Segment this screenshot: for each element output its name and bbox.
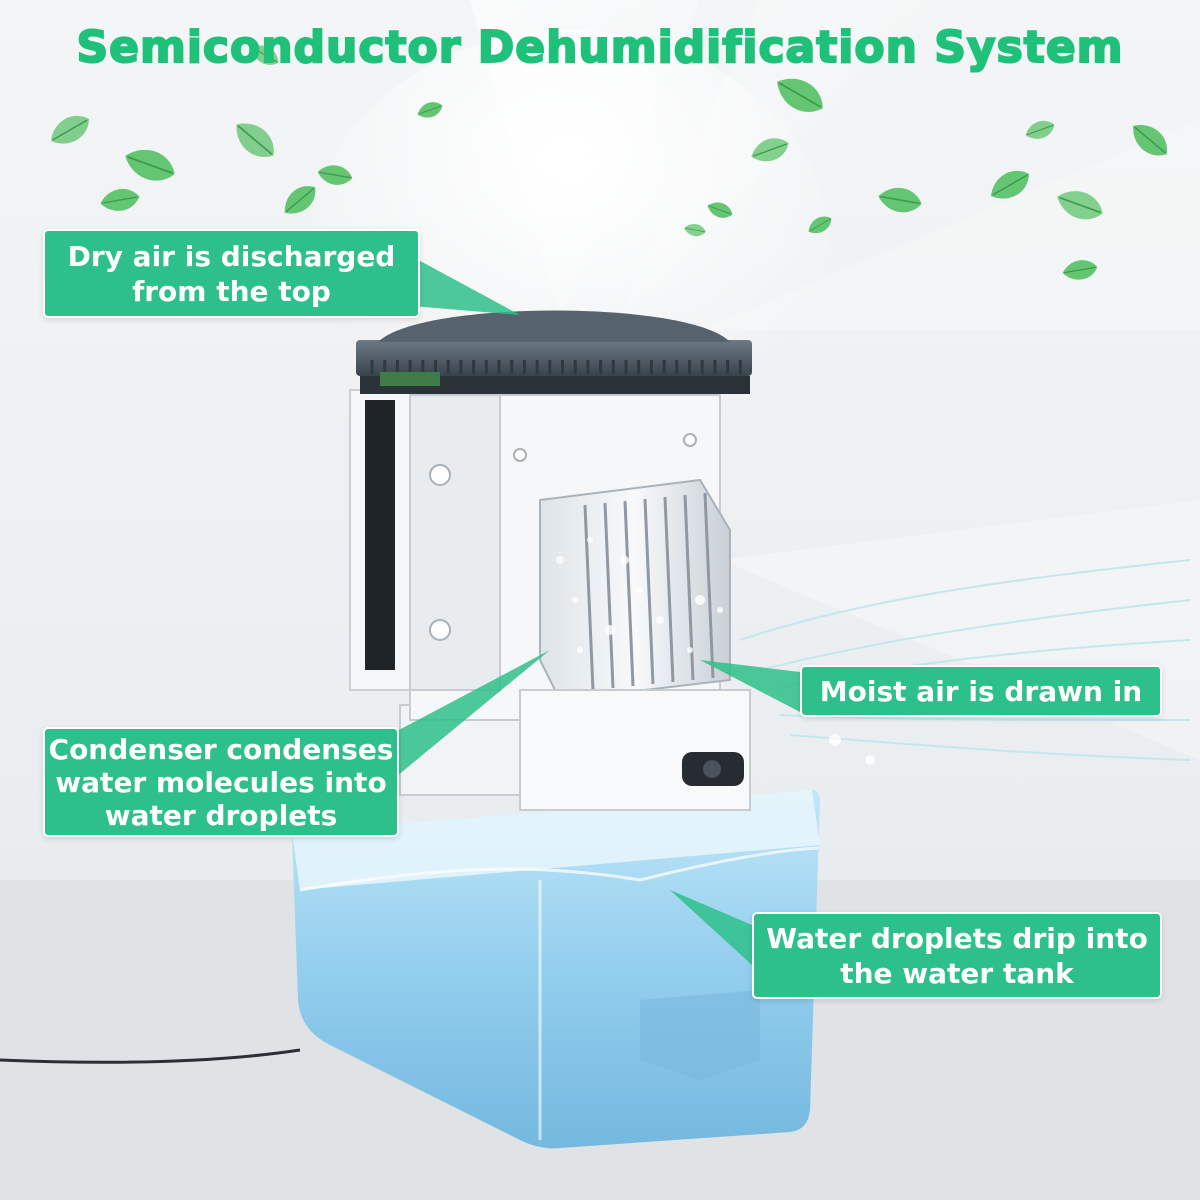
leaf-icon: [1062, 260, 1098, 280]
leaf-icon: [417, 102, 443, 118]
callout-pointers: [380, 250, 800, 965]
power-cable: [0, 1048, 301, 1064]
leaf-icon: [878, 187, 922, 213]
callout-moist-air: Moist air is drawn in: [800, 665, 1162, 717]
leaf-icon: [1057, 191, 1103, 220]
water-tank: [292, 790, 820, 1149]
leaf-icon: [751, 138, 789, 162]
callout-water-tank: Water droplets drip into the water tank: [752, 912, 1162, 999]
leaf-icon: [777, 78, 823, 112]
dehumidifier-body: [349, 310, 752, 811]
leaf-icon: [284, 186, 316, 214]
callout-moist-air-line1: Moist air is drawn in: [819, 674, 1143, 708]
callout-condenser: Condenser condenses water molecules into…: [43, 727, 399, 837]
callout-dry-air: Dry air is discharged from the top: [43, 229, 420, 318]
leaf-icon: [707, 202, 733, 218]
leaf-icon: [990, 170, 1030, 199]
leaf-icon: [808, 216, 832, 234]
page-title: Semiconductor Dehumidification System: [75, 21, 1124, 74]
callout-dry-air-line2: from the top: [132, 274, 331, 308]
callout-condenser-line1: Condenser condenses: [48, 732, 394, 766]
leaf-icon: [100, 188, 140, 211]
leaf-icon: [125, 149, 175, 181]
leaf-icon: [251, 45, 279, 65]
leaf-icon: [1025, 120, 1055, 139]
leaf-icon: [236, 123, 274, 157]
leaf-icon: [1133, 125, 1167, 156]
condenser-heat-sink: [539, 478, 731, 702]
leaf-icon: [317, 165, 353, 185]
callout-water-tank-line1: Water droplets drip into: [766, 921, 1148, 955]
leaf-icon: [684, 223, 706, 237]
callout-dry-air-line1: Dry air is discharged: [67, 239, 396, 273]
leaf-icon: [50, 45, 1167, 280]
leaf-icon: [50, 115, 90, 144]
callout-condenser-line3: water droplets: [104, 798, 338, 832]
callout-condenser-line2: water molecules into: [55, 765, 387, 799]
callout-water-tank-line2: the water tank: [840, 956, 1074, 990]
